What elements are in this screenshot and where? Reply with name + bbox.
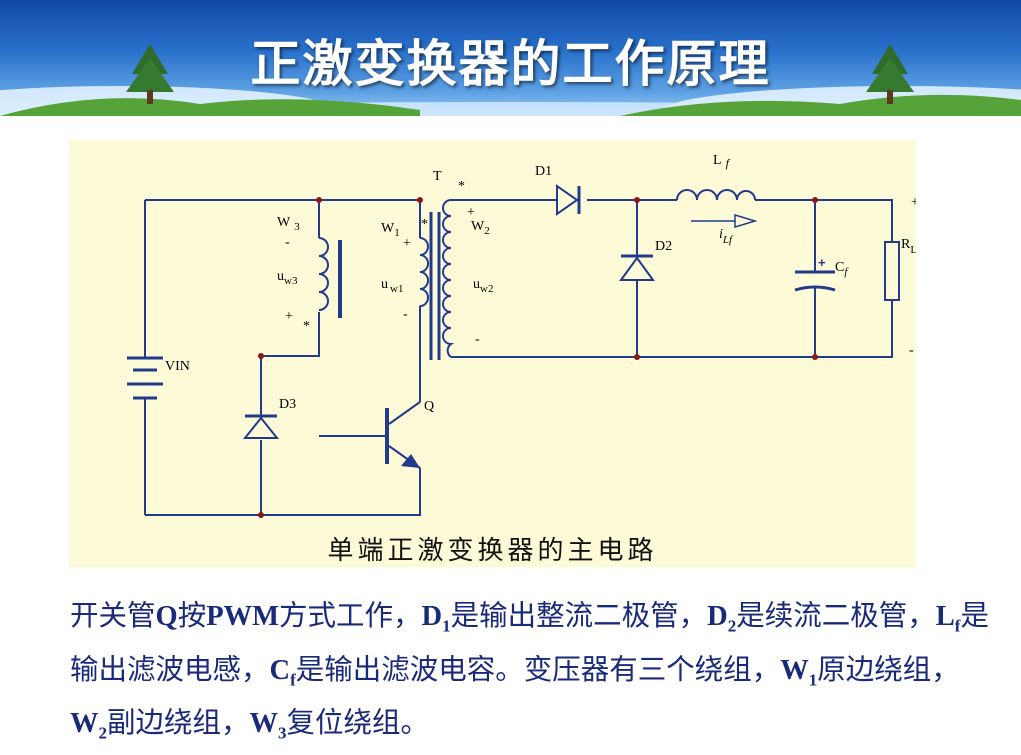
output-minus: - [909, 343, 914, 358]
w3-winding [318, 237, 329, 311]
label-q: Q [424, 399, 434, 414]
w3-minus: - [285, 235, 290, 250]
vin-battery-icon [127, 356, 163, 400]
w2-winding [442, 199, 455, 358]
q-transistor-icon [385, 401, 421, 469]
w3-star: * [303, 319, 310, 334]
label-vin: VIN [165, 359, 190, 374]
header-banner: 正激变换器的工作原理 [0, 0, 1021, 116]
forward-converter-schematic: + T * D1 D2 D3 Lf iLf Cf RL VIN [127, 153, 916, 518]
w2-plus: + [467, 205, 475, 220]
label-ilf: iLf [719, 227, 734, 246]
label-w2: W2 [471, 219, 490, 237]
label-t: T [433, 169, 442, 184]
label-d3: D3 [279, 397, 296, 412]
tree-left-icon [126, 44, 174, 104]
dot-star-w2: * [458, 179, 465, 194]
ilf-current-arrow [691, 213, 758, 229]
svg-text:+: + [818, 255, 826, 270]
d3-diode-icon [242, 408, 280, 439]
w1-winding [419, 237, 429, 307]
label-uw3: uw3 [277, 269, 298, 287]
lf-inductor [676, 189, 756, 201]
d2-diode-icon [619, 250, 655, 281]
description-paragraph: 开关管Q按PWM方式工作，D1是输出整流二极管，D2是续流二极管，Lf是输出滤波… [70, 599, 989, 744]
label-rl: RL [901, 237, 916, 256]
cf-capacitor-icon: + [794, 255, 836, 292]
label-w1: W1 [381, 221, 400, 239]
w2-minus: - [475, 332, 480, 347]
tree-right-icon [866, 44, 914, 104]
output-plus: + [911, 195, 916, 210]
w3-plus: + [285, 309, 293, 324]
label-uw2: uw2 [473, 277, 493, 295]
label-d1: D1 [535, 164, 552, 179]
banner-decoration [0, 44, 1021, 116]
w1-minus: - [403, 307, 408, 322]
d1-diode-icon [539, 184, 581, 216]
label-d2: D2 [655, 239, 672, 254]
page-title: 正激变换器的工作原理 [250, 35, 771, 93]
junction-dots [258, 197, 818, 518]
circuit-wires [144, 199, 893, 516]
w1-plus: + [403, 236, 411, 251]
label-cf: Cf [835, 260, 849, 278]
figure-caption: 单端正激变换器的主电路 [327, 536, 658, 566]
rl-resistor-icon [884, 241, 900, 301]
w1-star: * [421, 217, 428, 232]
